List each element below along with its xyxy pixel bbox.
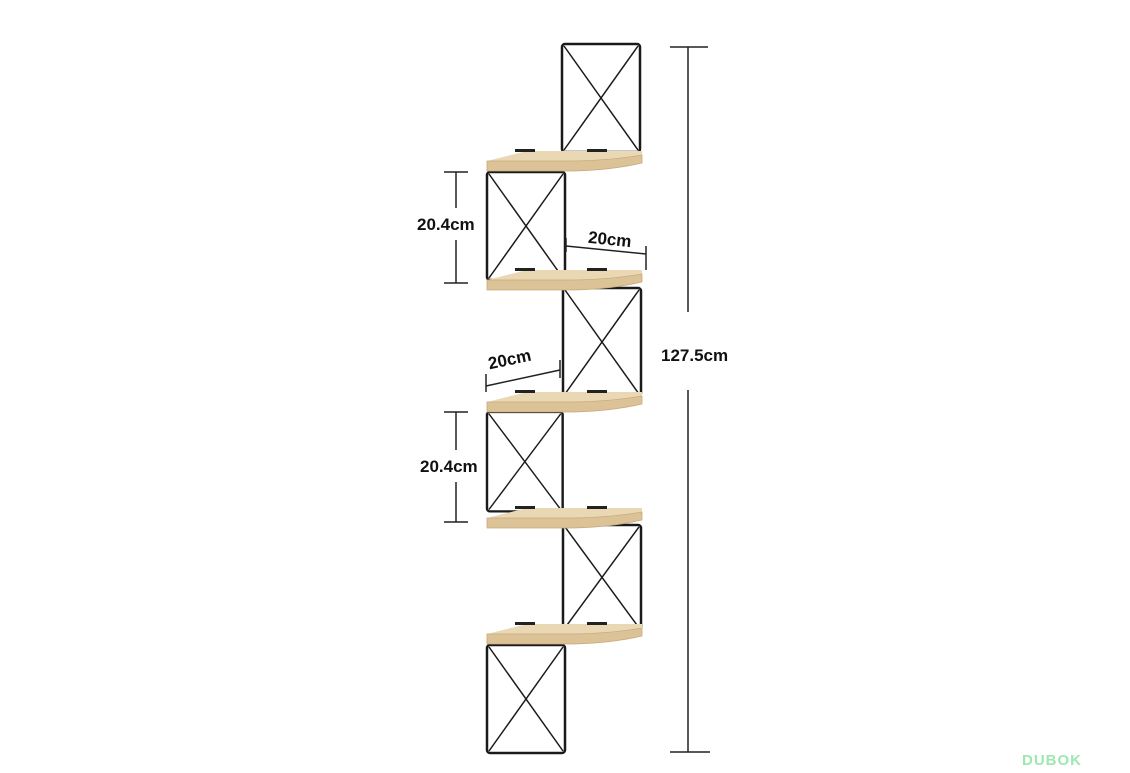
- shelf-spacing-label: 20.4cm: [417, 215, 475, 234]
- total-height-dimension-line: [670, 46, 710, 753]
- metal-frame: [485, 410, 564, 513]
- metal-frame: [561, 286, 643, 398]
- total-height-label: 127.5cm: [661, 346, 729, 365]
- metal-frame: [485, 643, 567, 755]
- metal-frame: [560, 42, 642, 154]
- depth-dimension-line: [485, 238, 647, 392]
- wood-shelf: [486, 148, 643, 172]
- wood-shelf: [486, 267, 643, 291]
- metal-frame: [485, 170, 567, 282]
- wood-shelf: [486, 505, 643, 529]
- spacing-dimension-line: [444, 171, 468, 523]
- shelf-spacing-label: 20.4cm: [420, 457, 478, 476]
- metal-frame: [561, 523, 643, 632]
- watermark-logo: DUBOK: [1022, 752, 1082, 769]
- wood-shelf: [486, 621, 643, 645]
- wood-shelf: [486, 389, 643, 413]
